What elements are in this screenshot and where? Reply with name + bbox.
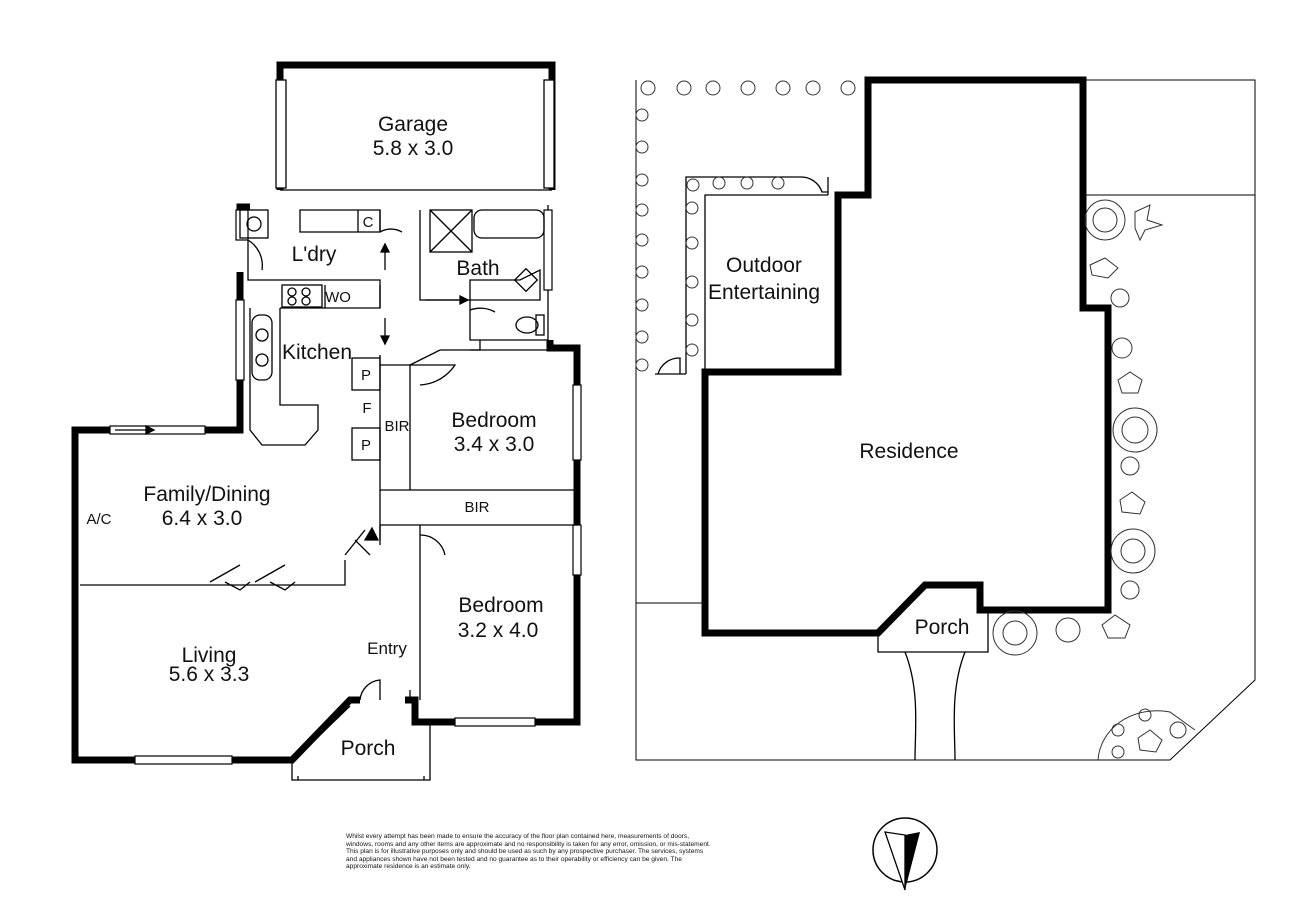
garage-window-right <box>543 79 555 189</box>
fridge-label: F <box>362 400 371 417</box>
laundry-fixtures <box>239 209 269 239</box>
aircon-label: A/C <box>86 511 111 528</box>
kitchen-fixtures <box>251 284 381 461</box>
residence-outline <box>701 76 1112 637</box>
front-porch-label: Porch <box>341 737 396 760</box>
garage-label: Garage <box>378 113 448 136</box>
pantry-label-top: P <box>361 367 371 384</box>
site-porch <box>877 612 989 653</box>
bedroom-2-label: Bedroom <box>458 594 543 617</box>
laundry-label: L'dry <box>292 243 337 266</box>
sliding-doors <box>209 529 371 591</box>
cupboard-label: C <box>363 214 374 231</box>
floor-plan: Garage 5.8 x 3.0 L'dry Bath Kitchen Bedr… <box>71 61 582 781</box>
garage-size: 5.8 x 3.0 <box>373 137 454 160</box>
bedroom-2-size: 3.2 x 4.0 <box>458 619 539 642</box>
living-label: Living <box>182 644 237 667</box>
pantry-label-bottom: P <box>361 437 371 454</box>
direction-arrows <box>115 242 470 541</box>
bedroom-1-label: Bedroom <box>451 409 536 432</box>
bedroom-1-size: 3.4 x 3.0 <box>454 433 535 456</box>
site-plan: Outdoor Entertaining Residence Porch <box>635 76 1256 761</box>
bath-label: Bath <box>456 257 499 280</box>
bath-fixtures <box>429 209 545 336</box>
compass-icon <box>872 817 938 891</box>
entry-label: Entry <box>367 639 407 658</box>
garden-shrubs <box>992 199 1196 761</box>
driveway-path <box>904 651 966 761</box>
bir-label-vertical: BIR <box>384 418 409 435</box>
living-size: 5.6 x 3.3 <box>169 663 250 686</box>
front-porch <box>291 705 431 781</box>
site-porch-label: Porch <box>915 616 970 639</box>
residence-label: Residence <box>859 440 958 463</box>
garage-window-left <box>275 79 287 189</box>
bir-label-horizontal: BIR <box>464 499 489 516</box>
property-boundary <box>635 79 1256 761</box>
wall-oven-label: WO <box>325 289 351 306</box>
family-dining-label: Family/Dining <box>143 483 270 506</box>
family-dining-size: 6.4 x 3.0 <box>162 507 243 530</box>
outdoor-label-line1: Outdoor <box>726 254 802 277</box>
hedge-shrubs <box>635 80 856 372</box>
outdoor-label-line2: Entertaining <box>708 281 820 304</box>
kitchen-label: Kitchen <box>282 341 352 364</box>
disclaimer-text: Whilst every attempt has been made to en… <box>346 833 711 871</box>
